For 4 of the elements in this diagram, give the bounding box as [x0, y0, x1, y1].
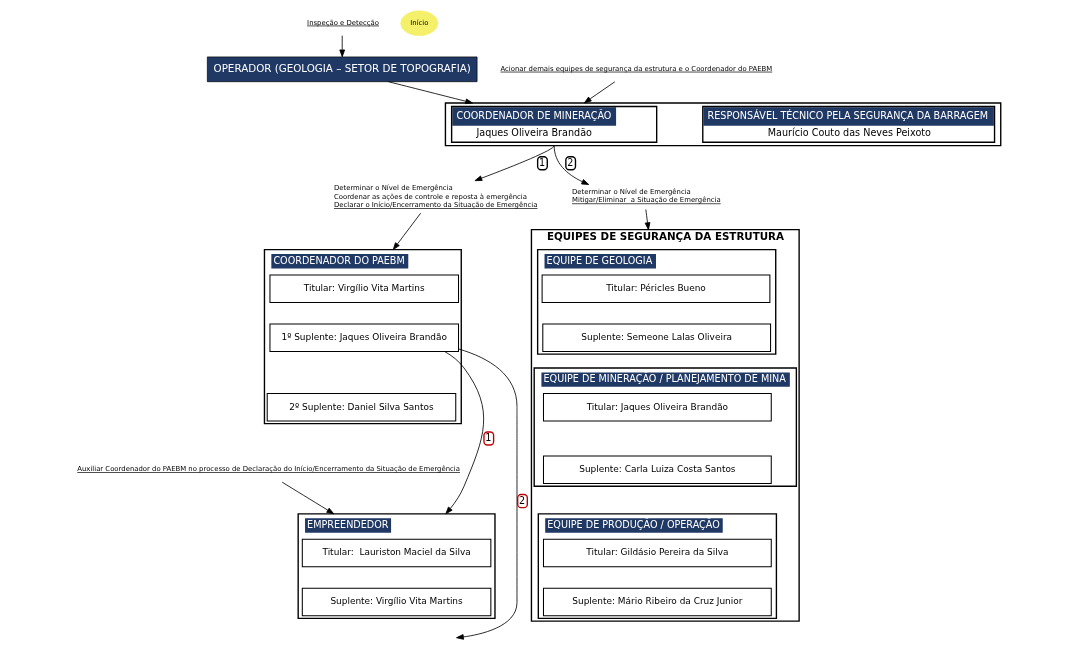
edge-label: 2: [518, 494, 525, 506]
edge-label: 2: [566, 157, 573, 169]
edge-label: 1: [538, 157, 545, 169]
edge-label: 1: [484, 432, 491, 444]
